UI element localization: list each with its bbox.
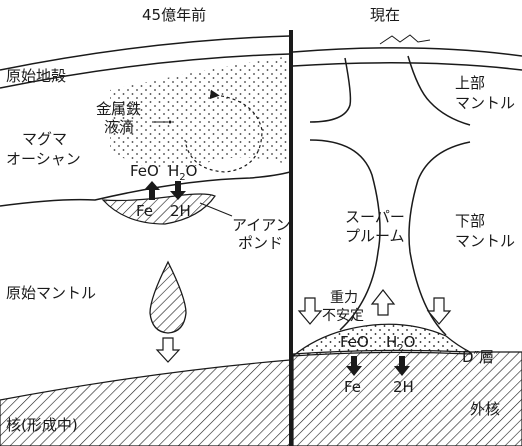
- superplume-upper-left: [309, 57, 352, 123]
- crust-outer: [292, 47, 522, 57]
- left-h2o-text: H2O: [168, 162, 197, 183]
- superplume-upper-right: [407, 55, 471, 126]
- forming-core-label: 核(形成中): [6, 416, 78, 434]
- feo-up-arrow-left: [144, 181, 160, 200]
- crust-inner: [292, 62, 522, 71]
- upper-mantle-label-1: 上部: [455, 74, 485, 92]
- magma-ocean-stipple: [110, 56, 290, 170]
- right-panel-title: 現在: [370, 6, 400, 24]
- superplume-label-1: スーパー: [345, 208, 405, 226]
- metal-droplet-dot: [168, 120, 172, 124]
- right-h2o-text: H2O: [386, 333, 415, 354]
- d-layer-label: D″層: [462, 348, 494, 366]
- primitive-crust-outer: [0, 35, 291, 71]
- surface-relief: [379, 34, 431, 45]
- sinking-arrow: [155, 337, 181, 363]
- metal-iron-label-1: 金属鉄: [96, 100, 141, 118]
- primitive-mantle-label: 原始マントル: [6, 284, 96, 302]
- superplume-label-2: プルーム: [345, 227, 405, 245]
- h2o-down-arrow-right: [394, 356, 410, 376]
- left-panel-title: 45億年前: [142, 6, 206, 24]
- magma-ocean-label-2: オーシャン: [6, 150, 81, 168]
- falling-metal-drop: [149, 260, 187, 334]
- left-2h-text: 2H: [170, 202, 191, 220]
- right-feo-text: FeO: [340, 333, 369, 351]
- convection-swirl: [184, 89, 263, 173]
- iron-pond-label-2: ポンド: [238, 234, 283, 252]
- upflow-arrow: [370, 289, 396, 316]
- magma-ocean-label-1: マグマ: [22, 130, 67, 148]
- iron-pond: [101, 193, 216, 225]
- gravity-label-2: 不安定: [322, 308, 364, 324]
- outer-core: [292, 349, 522, 446]
- left-fe-text: Fe: [136, 202, 153, 220]
- magma-ocean-base: [0, 171, 291, 207]
- feo-down-arrow-right: [346, 356, 362, 376]
- lower-mantle-label-1: 下部: [455, 212, 485, 230]
- superplume-stem-left: [309, 139, 381, 331]
- gravity-label-1: 重力: [330, 290, 358, 306]
- iron-pond-label-1: アイアン: [232, 216, 291, 234]
- downflow-arrow-left: [297, 297, 323, 325]
- primitive-crust-inner: [0, 53, 291, 89]
- primitive-crust-label: 原始地殻: [6, 67, 66, 85]
- right-fe-text: Fe: [344, 378, 361, 396]
- outer-core-label: 外核: [470, 400, 500, 418]
- h2o-down-arrow-left: [170, 181, 186, 200]
- lower-mantle-label-2: マントル: [455, 232, 515, 250]
- iron-pond-pointer: [199, 202, 233, 217]
- superplume-stem-right: [408, 141, 471, 336]
- left-feo-text: FeO: [130, 162, 159, 180]
- downflow-arrow-right: [426, 297, 452, 325]
- right-2h-text: 2H: [393, 378, 414, 396]
- metal-iron-label-2: 液滴: [104, 118, 134, 136]
- upper-mantle-label-2: マントル: [455, 94, 515, 112]
